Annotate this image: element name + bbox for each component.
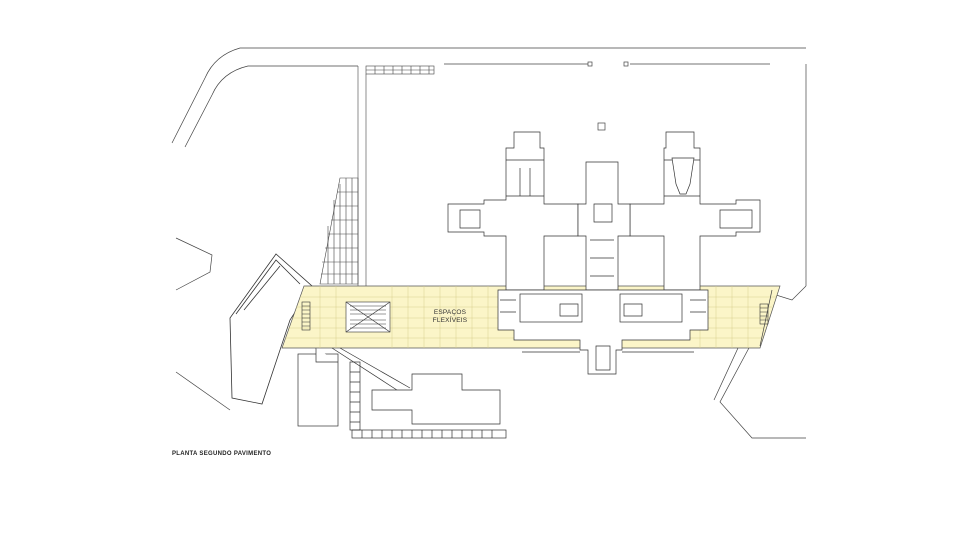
north-walkway	[357, 65, 435, 286]
plan-title: PLANTA SEGUNDO PAVIMENTO	[172, 451, 272, 457]
flexible-spaces-label-line1: ESPAÇOS	[433, 309, 467, 316]
main-building	[447, 131, 761, 375]
east-boundary	[713, 289, 773, 401]
south-buildings	[297, 347, 507, 439]
flexible-spaces-label: ESPAÇOS FLEXÍVEIS	[428, 309, 472, 325]
west-stair-markers	[301, 301, 769, 331]
west-angled-wing	[229, 253, 313, 405]
site-boundary	[171, 47, 807, 439]
top-perimeter-marks	[444, 61, 770, 131]
grid-ramp	[319, 177, 359, 285]
stair-core	[345, 301, 391, 333]
flexible-spaces-label-line2: FLEXÍVEIS	[432, 317, 468, 324]
